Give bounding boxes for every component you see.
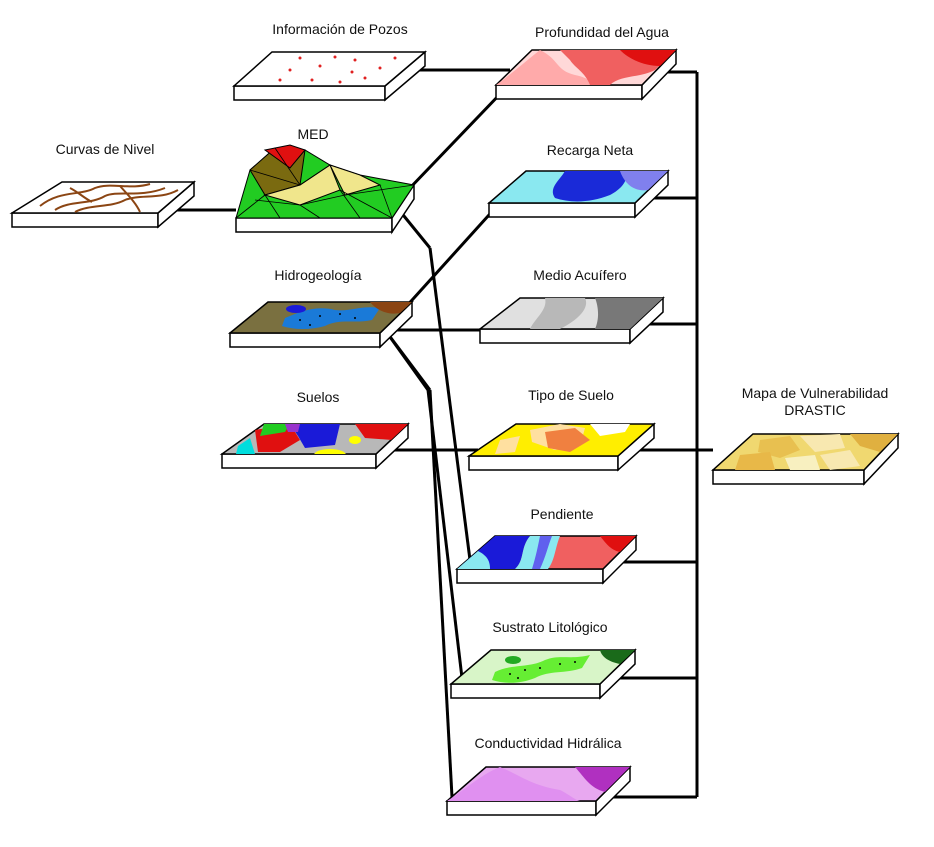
label-sustrato-litologico: Sustrato Litológico [492,619,608,635]
label-conductividad-hidralica: Conductividad Hidrálica [474,735,622,751]
layer-informacion-pozos [232,50,428,102]
layer-hidrogeologia [227,300,414,349]
label-mapa-line2: DRASTIC [784,402,846,418]
label-hidrogeologia: Hidrogeología [274,267,362,283]
link-med-profundidad [406,90,504,192]
link-hidro-conductividad-b [428,389,454,798]
layer-med [235,144,415,235]
label-pendiente: Pendiente [530,506,594,522]
label-curvas-nivel: Curvas de Nivel [55,141,155,157]
layer-conductividad-hidralica [444,765,632,817]
contour-lines [39,183,179,213]
layer-recarga-neta [486,169,670,219]
layer-curvas-nivel [9,180,197,229]
link-med-pendiente-b [428,247,472,561]
label-profundidad-agua: Profundidad del Agua [535,24,669,40]
label-tipo-suelo: Tipo de Suelo [528,387,614,403]
label-medio-acuifero: Medio Acuífero [533,267,627,283]
layer-tipo-suelo [466,422,656,472]
label-suelos: Suelos [296,389,340,405]
label-informacion-pozos: Información de Pozos [272,21,408,37]
well-points [278,55,397,84]
label-recarga-neta: Recarga Neta [546,142,634,158]
layer-pendiente [454,534,638,585]
link-hidro-conductividad-a [383,329,432,391]
label-mapa-line1: Mapa de Vulnerabilidad [741,385,889,401]
layer-sustrato-litologico [448,648,637,700]
layer-profundidad-agua [494,48,678,101]
layer-mapa-vulnerabilidad [711,432,900,486]
layer-suelos [219,422,410,470]
layer-medio-acuifero [477,296,665,345]
label-med: MED [297,126,329,142]
